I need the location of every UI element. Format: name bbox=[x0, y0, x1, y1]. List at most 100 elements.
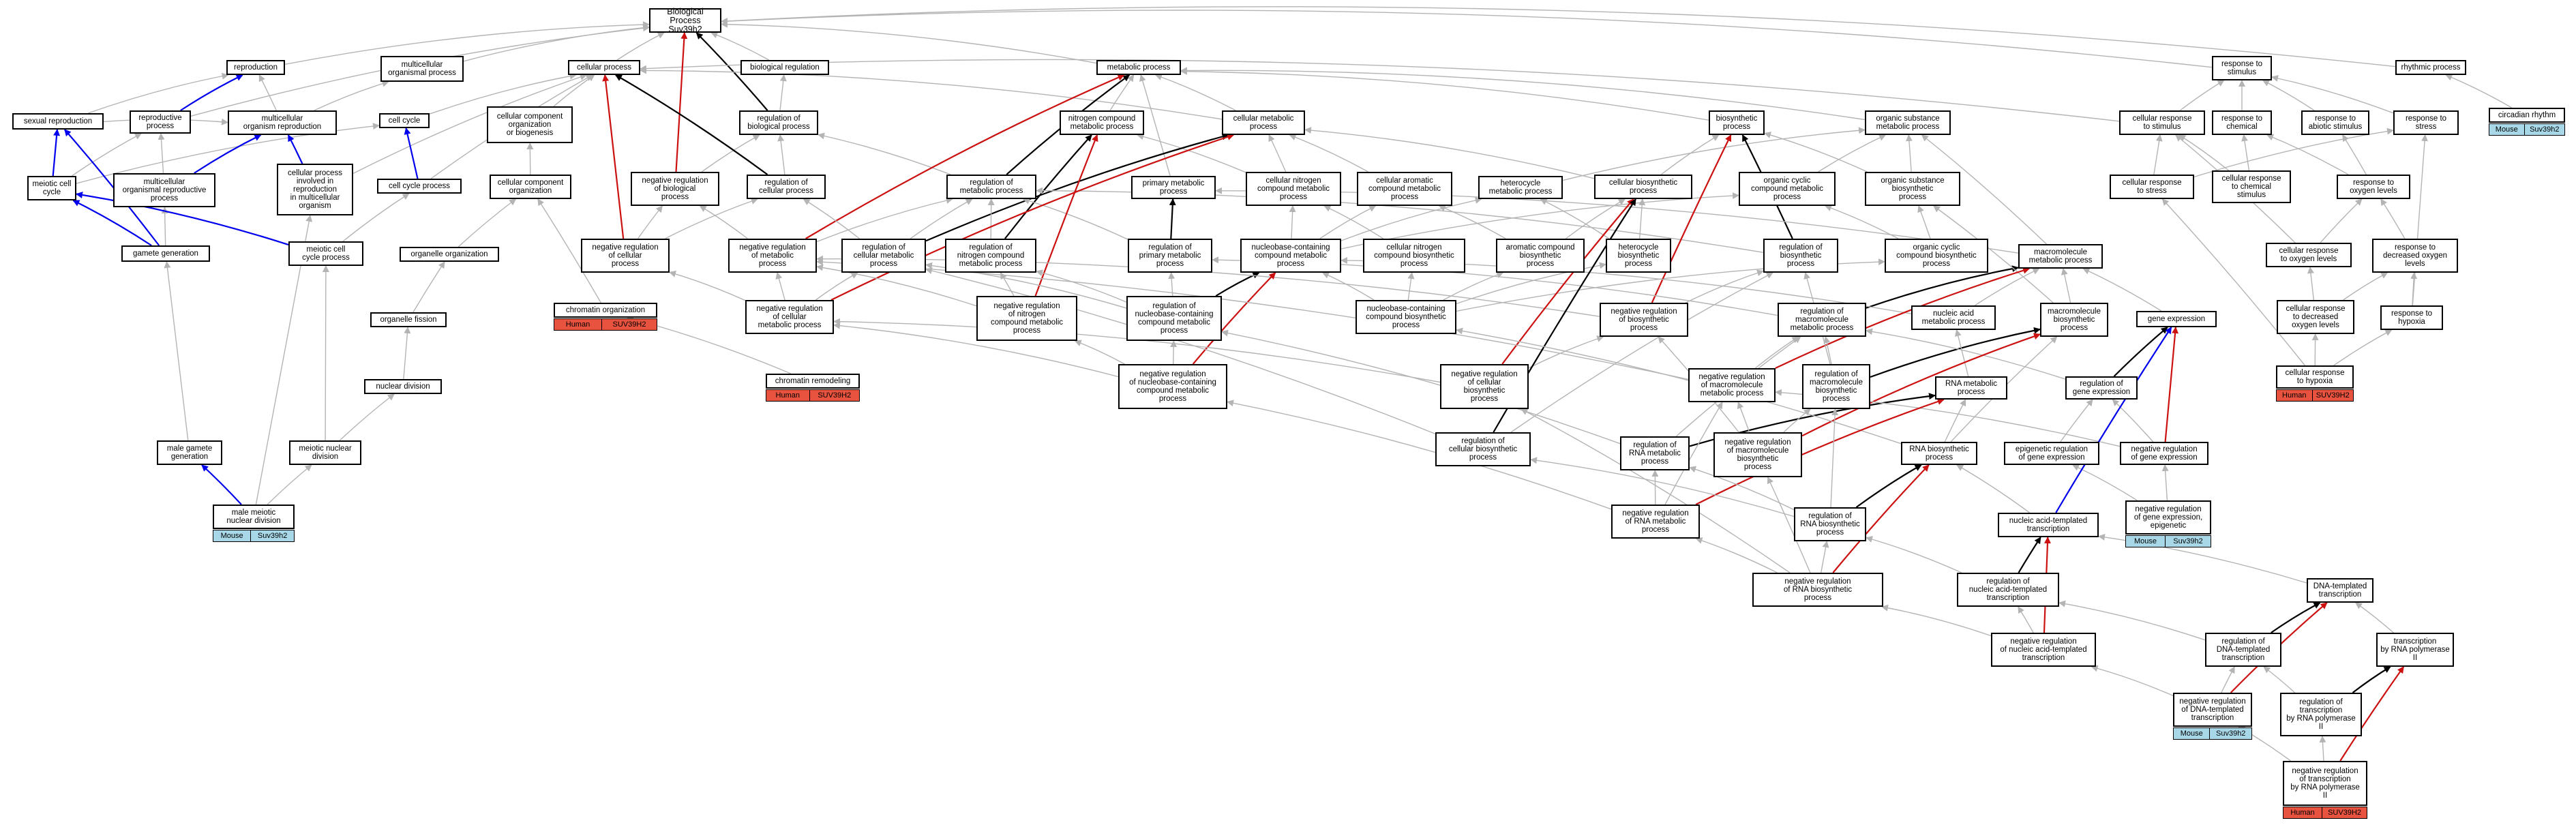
go-term-response-to-stimulus[interactable]: response to stimulus bbox=[2212, 56, 2272, 80]
go-term-neg-reg-nitrogen-compound-metabolic[interactable]: negative regulation of nitrogen compound… bbox=[976, 296, 1077, 341]
go-term-reproductive-process[interactable]: reproductive process bbox=[130, 110, 191, 134]
go-term-reg-primary-metabolic[interactable]: regulation of primary metabolic process bbox=[1128, 239, 1212, 273]
go-term-organic-substance-biosynthetic[interactable]: organic substance biosynthetic process bbox=[1865, 172, 1960, 206]
go-term-circadian-rhythm[interactable]: circadian rhythm bbox=[2489, 108, 2565, 123]
go-term-cellular-response-to-oxygen-levels[interactable]: cellular response to oxygen levels bbox=[2266, 243, 2352, 267]
go-term-reproduction[interactable]: reproduction bbox=[226, 60, 285, 75]
go-term-rna-metabolic[interactable]: RNA metabolic process bbox=[1935, 376, 2007, 400]
go-term-neg-reg-rna-biosynthetic[interactable]: negative regulation of RNA biosynthetic … bbox=[1752, 573, 1883, 607]
go-term-reg-metabolic-process[interactable]: regulation of metabolic process bbox=[946, 175, 1036, 199]
go-term-biological-regulation[interactable]: biological regulation bbox=[740, 60, 829, 75]
go-term-cellular-process-in-reproduction[interactable]: cellular process involved in reproductio… bbox=[277, 164, 353, 215]
go-term-reg-cellular-metabolic[interactable]: regulation of cellular metabolic process bbox=[841, 239, 926, 273]
go-term-reg-rna-metabolic[interactable]: regulation of RNA metabolic process bbox=[1620, 436, 1690, 470]
go-term-rhythmic-process[interactable]: rhythmic process bbox=[2395, 60, 2466, 75]
go-term-cellular-nitrogen-compound-metabolic[interactable]: cellular nitrogen compound metabolic pro… bbox=[1246, 172, 1341, 206]
go-term-primary-metabolic[interactable]: primary metabolic process bbox=[1131, 176, 1216, 199]
go-term-nucleic-acid-templated-transcription[interactable]: nucleic acid-templated transcription bbox=[1998, 513, 2099, 537]
go-term-chromatin-remodeling[interactable]: chromatin remodeling bbox=[766, 374, 860, 389]
go-term-cellular-component-org[interactable]: cellular component organization bbox=[490, 175, 571, 199]
go-term-reg-macromolecule-metabolic[interactable]: regulation of macromolecule metabolic pr… bbox=[1778, 303, 1866, 337]
go-term-neg-reg-gene-expression-epigenetic[interactable]: negative regulation of gene expression, … bbox=[2125, 500, 2211, 535]
go-term-neg-reg-macromolecule-biosynthetic[interactable]: negative regulation of macromolecule bio… bbox=[1713, 432, 1802, 477]
go-term-reg-cellular-process[interactable]: regulation of cellular process bbox=[747, 175, 826, 199]
go-term-organic-substance-metabolic[interactable]: organic substance metabolic process bbox=[1865, 110, 1951, 135]
go-term-bp[interactable]: Biological Process Suv39h2 bbox=[649, 7, 721, 33]
go-term-reg-rna-biosynthetic[interactable]: regulation of RNA biosynthetic process bbox=[1794, 507, 1866, 541]
go-term-cell-cycle[interactable]: cell cycle bbox=[379, 113, 430, 128]
go-term-rna-biosynthetic[interactable]: RNA biosynthetic process bbox=[1901, 442, 1977, 465]
go-term-multi-org-reproduction[interactable]: multicellular organism reproduction bbox=[228, 110, 337, 135]
go-term-cellular-process[interactable]: cellular process bbox=[568, 60, 640, 75]
go-term-neg-reg-biological-process[interactable]: negative regulation of biological proces… bbox=[631, 172, 719, 206]
go-term-sexual-reproduction[interactable]: sexual reproduction bbox=[12, 113, 104, 130]
go-term-neg-reg-transcription-by-rna-pol-ii[interactable]: negative regulation of transcription by … bbox=[2283, 761, 2367, 806]
go-term-nucleobase-containing-metabolic[interactable]: nucleobase-containing compound metabolic… bbox=[1240, 239, 1341, 273]
go-term-neg-reg-rna-metabolic[interactable]: negative regulation of RNA metabolic pro… bbox=[1611, 505, 1700, 539]
go-term-regulation-of-biological-process[interactable]: regulation of biological process bbox=[739, 110, 818, 135]
go-term-response-to-decreased-oxygen[interactable]: response to decreased oxygen levels bbox=[2372, 239, 2458, 273]
go-term-organic-cyclic-compound-metabolic[interactable]: organic cyclic compound metabolic proces… bbox=[1739, 172, 1836, 206]
go-term-response-to-chemical[interactable]: response to chemical bbox=[2212, 110, 2272, 135]
go-term-meiotic-cell-cycle[interactable]: meiotic cell cycle bbox=[27, 176, 76, 200]
go-term-cellular-nitrogen-compound-biosynthetic[interactable]: cellular nitrogen compound biosynthetic … bbox=[1363, 239, 1465, 273]
go-term-neg-reg-cellular-process[interactable]: negative regulation of cellular process bbox=[581, 239, 670, 273]
go-term-neg-reg-metabolic-process[interactable]: negative regulation of metabolic process bbox=[728, 239, 817, 273]
go-term-cellular-response-to-hypoxia[interactable]: cellular response to hypoxia bbox=[2276, 365, 2354, 389]
go-term-response-to-oxygen-levels[interactable]: response to oxygen levels bbox=[2337, 175, 2410, 199]
go-term-multi-org-reproductive-process[interactable]: multicellular organismal reproductive pr… bbox=[113, 173, 215, 207]
go-term-neg-reg-cellular-biosynthetic[interactable]: negative regulation of cellular biosynth… bbox=[1440, 364, 1529, 409]
go-term-male-gamete-generation[interactable]: male gamete generation bbox=[157, 440, 222, 465]
go-term-nucleic-acid-metabolic[interactable]: nucleic acid metabolic process bbox=[1911, 305, 1996, 330]
go-term-cellular-metabolic[interactable]: cellular metabolic process bbox=[1222, 110, 1305, 135]
go-term-organelle-organization[interactable]: organelle organization bbox=[400, 247, 499, 262]
go-term-neg-reg-cellular-metabolic[interactable]: negative regulation of cellular metaboli… bbox=[745, 300, 834, 334]
go-term-nucleobase-containing-biosynthetic[interactable]: nucleobase-containing compound biosynthe… bbox=[1356, 300, 1456, 334]
go-term-heterocycle-biosynthetic[interactable]: heterocycle biosynthetic process bbox=[1606, 239, 1671, 273]
go-term-reg-nucleobase-containing-metabolic[interactable]: regulation of nucleobase-containing comp… bbox=[1126, 296, 1222, 341]
go-term-reg-biosynthetic-process[interactable]: regulation of biosynthetic process bbox=[1763, 239, 1838, 273]
go-term-gene-expression[interactable]: gene expression bbox=[2136, 311, 2217, 327]
go-term-neg-reg-dna-templated-transcription[interactable]: negative regulation of DNA-templated tra… bbox=[2173, 693, 2252, 727]
go-term-macromolecule-metabolic[interactable]: macromolecule metabolic process bbox=[2018, 244, 2103, 269]
go-term-reg-transcription-by-rna-pol-ii[interactable]: regulation of transcription by RNA polym… bbox=[2280, 693, 2362, 736]
go-term-aromatic-compound-biosynthetic[interactable]: aromatic compound biosynthetic process bbox=[1496, 239, 1585, 273]
go-term-reg-nitrogen-compound-metabolic[interactable]: regulation of nitrogen compound metaboli… bbox=[945, 239, 1036, 273]
go-term-dna-templated-transcription[interactable]: DNA-templated transcription bbox=[2307, 578, 2373, 603]
go-term-cellular-response-to-chemical[interactable]: cellular response to chemical stimulus bbox=[2212, 170, 2291, 203]
go-term-neg-reg-macromolecule-metabolic[interactable]: negative regulation of macromolecule met… bbox=[1688, 368, 1776, 402]
go-term-reg-gene-expression[interactable]: regulation of gene expression bbox=[2065, 376, 2138, 400]
go-term-macromolecule-biosynthetic[interactable]: macromolecule biosynthetic process bbox=[2040, 303, 2108, 337]
go-term-response-to-stress[interactable]: response to stress bbox=[2393, 110, 2459, 135]
go-term-reg-cellular-biosynthetic[interactable]: regulation of cellular biosynthetic proc… bbox=[1435, 432, 1531, 466]
go-term-gamete-generation[interactable]: gamete generation bbox=[121, 245, 210, 262]
go-term-multi-org-proc[interactable]: multicellular organismal process bbox=[380, 56, 464, 82]
go-term-metabolic-process[interactable]: metabolic process bbox=[1096, 60, 1181, 75]
go-term-chromatin-organization[interactable]: chromatin organization bbox=[554, 303, 657, 318]
go-term-response-to-hypoxia[interactable]: response to hypoxia bbox=[2380, 305, 2443, 330]
go-term-cellular-response-to-decreased-oxygen[interactable]: cellular response to decreased oxygen le… bbox=[2277, 300, 2354, 334]
go-term-neg-reg-nucleobase-containing-metabolic[interactable]: negative regulation of nucleobase-contai… bbox=[1118, 364, 1227, 409]
go-term-cellular-response-to-stress[interactable]: cellular response to stress bbox=[2110, 175, 2194, 199]
go-term-meiotic-cell-cycle-process[interactable]: meiotic cell cycle process bbox=[288, 241, 363, 266]
go-term-reg-nucleic-acid-templated-transcription[interactable]: regulation of nucleic acid-templated tra… bbox=[1957, 573, 2059, 607]
go-term-cell-cycle-process[interactable]: cell cycle process bbox=[377, 179, 462, 194]
go-term-transcription-by-rna-pol-ii[interactable]: transcription by RNA polymerase II bbox=[2376, 633, 2454, 667]
go-term-cellular-response-to-stimulus[interactable]: cellular response to stimulus bbox=[2119, 110, 2205, 135]
go-term-cellular-aromatic-compound-metabolic[interactable]: cellular aromatic compound metabolic pro… bbox=[1357, 172, 1452, 206]
go-term-nuclear-division[interactable]: nuclear division bbox=[364, 379, 442, 394]
go-term-nitrogen-compound-metabolic[interactable]: nitrogen compound metabolic process bbox=[1060, 110, 1144, 135]
go-term-neg-reg-gene-expression[interactable]: negative regulation of gene expression bbox=[2120, 442, 2208, 465]
go-term-neg-reg-biosynthetic-process[interactable]: negative regulation of biosynthetic proc… bbox=[1600, 303, 1688, 337]
go-term-cellular-biosynthetic[interactable]: cellular biosynthetic process bbox=[1594, 175, 1692, 199]
go-term-meiotic-nuclear-division[interactable]: meiotic nuclear division bbox=[289, 440, 361, 465]
go-term-neg-reg-nucleic-acid-templated-transcription[interactable]: negative regulation of nucleic acid-temp… bbox=[1991, 633, 2096, 667]
go-term-reg-dna-templated-transcription[interactable]: regulation of DNA-templated transcriptio… bbox=[2205, 633, 2281, 667]
go-term-response-to-abiotic[interactable]: response to abiotic stimulus bbox=[2301, 110, 2369, 135]
go-term-biosynthetic-process[interactable]: biosynthetic process bbox=[1709, 110, 1765, 135]
go-term-heterocycle-metabolic[interactable]: heterocycle metabolic process bbox=[1478, 176, 1563, 199]
go-term-epigenetic-reg-gene-expression[interactable]: epigenetic regulation of gene expression bbox=[2004, 442, 2099, 465]
go-term-organelle-fission[interactable]: organelle fission bbox=[370, 312, 447, 327]
go-term-cell-component-org-biogenesis[interactable]: cellular component organization or bioge… bbox=[487, 106, 573, 143]
go-term-male-meiotic-nuclear-division[interactable]: male meiotic nuclear division bbox=[213, 505, 295, 529]
